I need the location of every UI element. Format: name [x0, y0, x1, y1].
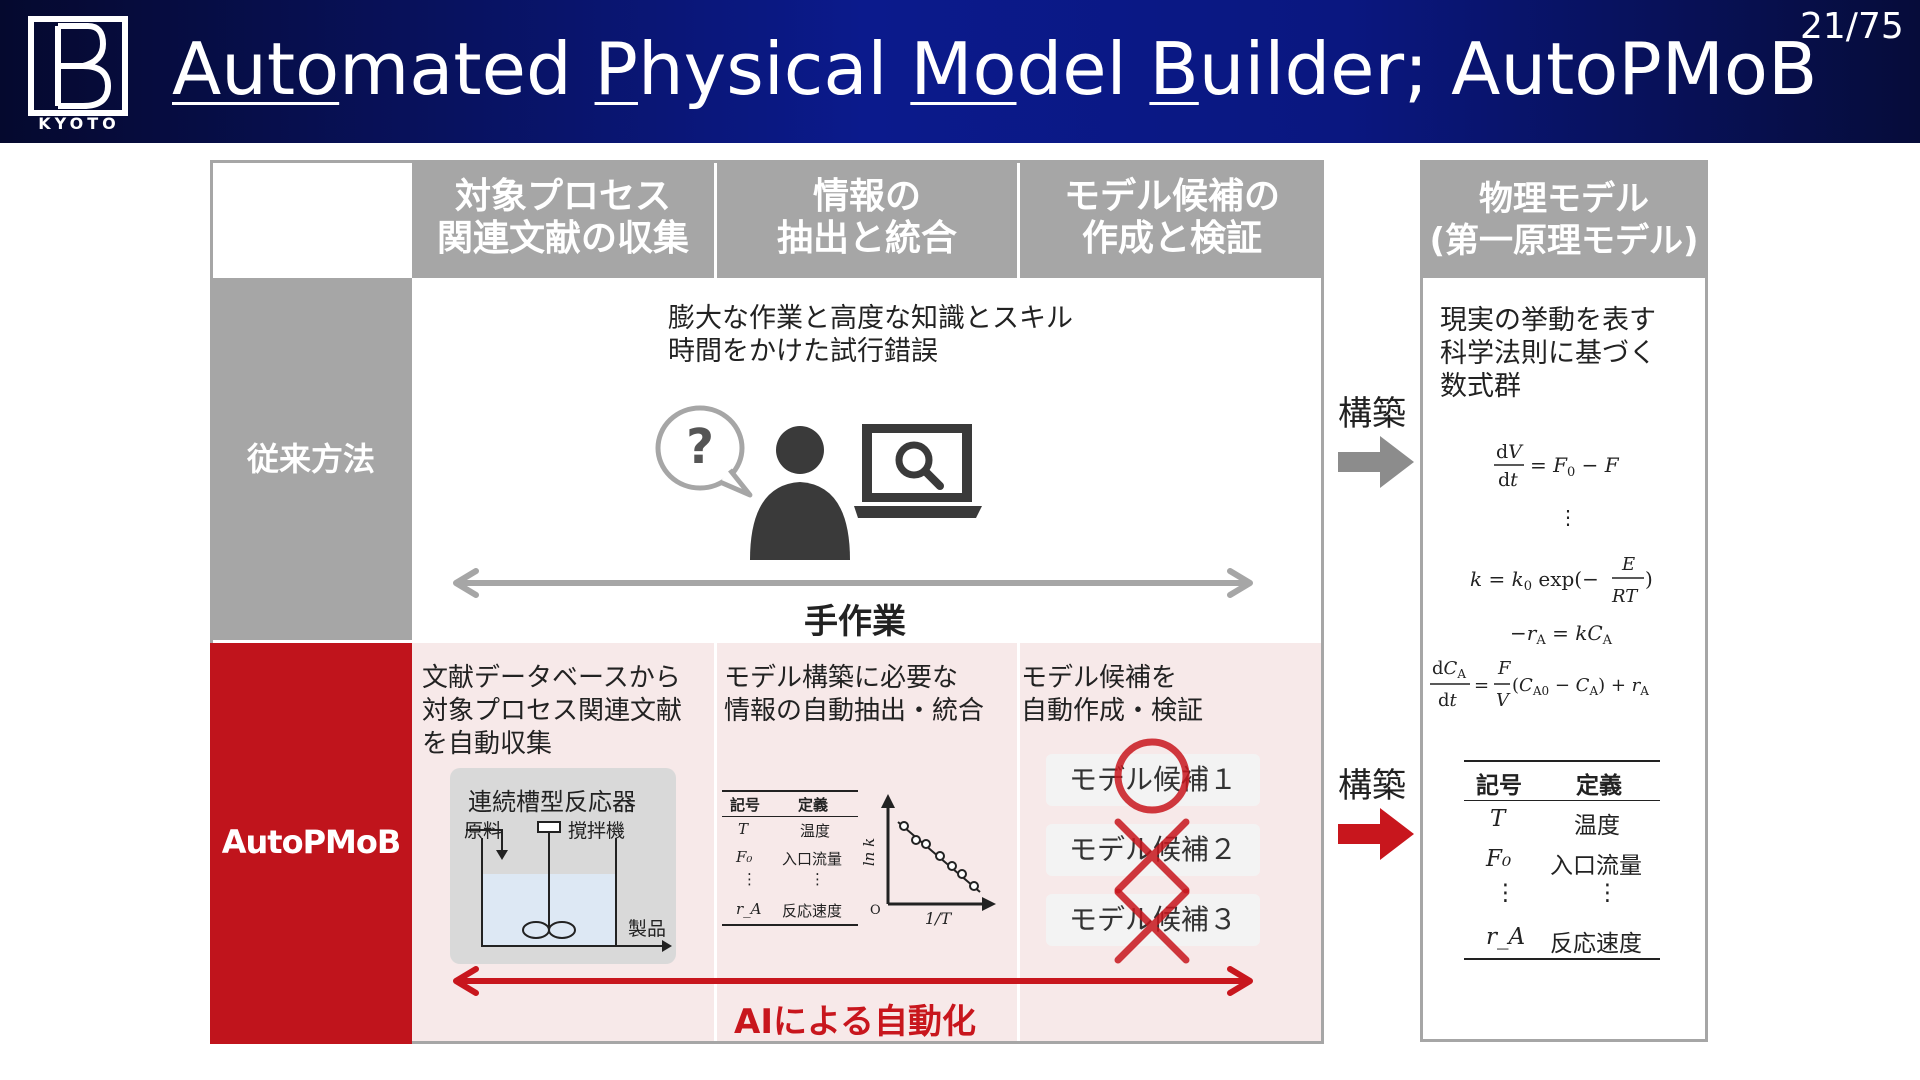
model-candidate-2: モデル候補２: [1046, 824, 1260, 876]
arrhenius-mini-plot: ln k O 1/T: [862, 794, 996, 928]
step1-description: 文献データベースから 対象プロセス関連文献 を自動収集: [422, 663, 683, 759]
pass-circle-icon: [1114, 738, 1190, 814]
validation-marks: [1114, 738, 1190, 964]
svg-text:E: E: [1621, 554, 1635, 575]
svg-text:F: F: [1497, 658, 1512, 679]
equation-rate: −rA = kCA: [1510, 621, 1613, 648]
mini-definition-table: 記号 定義 T 温度 F₀ 入口流量 ⋮ ⋮ r_A 反応速度: [722, 790, 858, 926]
manual-work-label: 手作業: [804, 602, 906, 642]
column-header-extract: 情報の 抽出と統合: [717, 160, 1017, 278]
svg-text:?: ?: [686, 419, 714, 475]
equation-concentration: dCA dt = F V (CA0 − CA) + rA: [1430, 658, 1649, 711]
svg-text:(CA0 − CA) + rA: (CA0 − CA) + rA: [1512, 675, 1649, 698]
row-header-conventional: 従来方法: [210, 278, 412, 640]
reactor-stirrer-label: 撹拌機: [568, 820, 626, 842]
result-header: 物理モデル (第一原理モデル): [1420, 160, 1708, 278]
build-arrow-red: [1338, 808, 1414, 860]
fail-cross-icon: [1114, 888, 1190, 964]
reactor-title: 連続槽型反応器: [468, 788, 636, 816]
svg-text:dCA: dCA: [1432, 658, 1466, 681]
svg-text:RT: RT: [1611, 586, 1639, 607]
reactor-product-label: 製品: [628, 918, 667, 940]
equation-arrhenius: k = k0 exp(− E RT ): [1470, 554, 1653, 607]
row-header-autopmob: AutoPMoB: [210, 643, 412, 1044]
model-candidate-3: モデル候補３: [1046, 894, 1260, 946]
build-arrow-grey: [1338, 436, 1414, 488]
svg-text:=: =: [1474, 675, 1489, 696]
reactor-diagram: 連続槽型反応器 原料 撹拌機 製品: [450, 768, 676, 964]
kyoto-university-logo: [28, 16, 128, 116]
ai-automation-arrow: [453, 966, 1253, 996]
svg-text:= F0 − F: = F0 − F: [1530, 453, 1620, 480]
model-equations: dV dt = F0 − F ⋮ k = k0 exp(− E RT ) −rA…: [1430, 441, 1653, 711]
logo-caption: KYOTO: [38, 114, 120, 133]
result-panel: [1420, 160, 1708, 1042]
svg-text:O: O: [870, 903, 881, 918]
slide-title: Automated Physical Model Builder; AutoPM…: [172, 27, 1818, 111]
svg-text:k = k0 exp(−: k = k0 exp(−: [1470, 567, 1599, 594]
question-bubble-icon: ?: [655, 405, 753, 498]
conventional-description: 膨大な作業と高度な知識とスキル 時間をかけた試行錯誤: [668, 303, 1073, 367]
build-label-autopmob: 構築: [1338, 766, 1406, 806]
svg-text:dt: dt: [1498, 469, 1518, 491]
step3-description: モデル候補を 自動作成・検証: [1021, 663, 1204, 726]
svg-text:ln k: ln k: [862, 838, 878, 866]
equation-ellipsis: ⋮: [1558, 505, 1578, 529]
svg-text:1/T: 1/T: [925, 909, 953, 928]
page-number: 21/75: [1800, 6, 1904, 47]
column-header-collect: 対象プロセス 関連文献の収集: [412, 160, 714, 278]
autopmob-cell-2: [717, 643, 1017, 1041]
person-icon: [750, 426, 850, 560]
model-candidate-1: モデル候補１: [1046, 754, 1260, 806]
svg-text:dV: dV: [1496, 441, 1524, 463]
svg-text:V: V: [1496, 690, 1511, 711]
build-label-conventional: 構築: [1338, 394, 1406, 434]
manual-work-illustration: ?: [655, 405, 982, 560]
step2-description: モデル構築に必要な 情報の自動抽出・統合: [724, 663, 985, 726]
slide-header: [0, 0, 1920, 143]
definition-table: 記号 定義 T 温度 F₀ 入口流量 ⋮ ⋮ r_A 反応速度: [1464, 760, 1660, 960]
svg-text:−rA = kCA: −rA = kCA: [1510, 621, 1613, 648]
fail-cross-icon: [1114, 818, 1190, 894]
laptop-search-icon: [854, 424, 982, 518]
plot-points: [899, 821, 979, 891]
result-description: 現実の挙動を表す 科学法則に基づく 数式群: [1440, 305, 1656, 402]
column-header-generate: モデル候補の 作成と検証: [1020, 160, 1324, 278]
svg-text:): ): [1645, 567, 1653, 591]
reactor-vessel-icon: [466, 821, 672, 952]
svg-text:dt: dt: [1438, 690, 1458, 711]
manual-work-arrow: [453, 568, 1253, 598]
ai-automation-label: AIによる自動化: [734, 1002, 976, 1042]
equation-volume: dV dt = F0 − F: [1494, 441, 1620, 491]
